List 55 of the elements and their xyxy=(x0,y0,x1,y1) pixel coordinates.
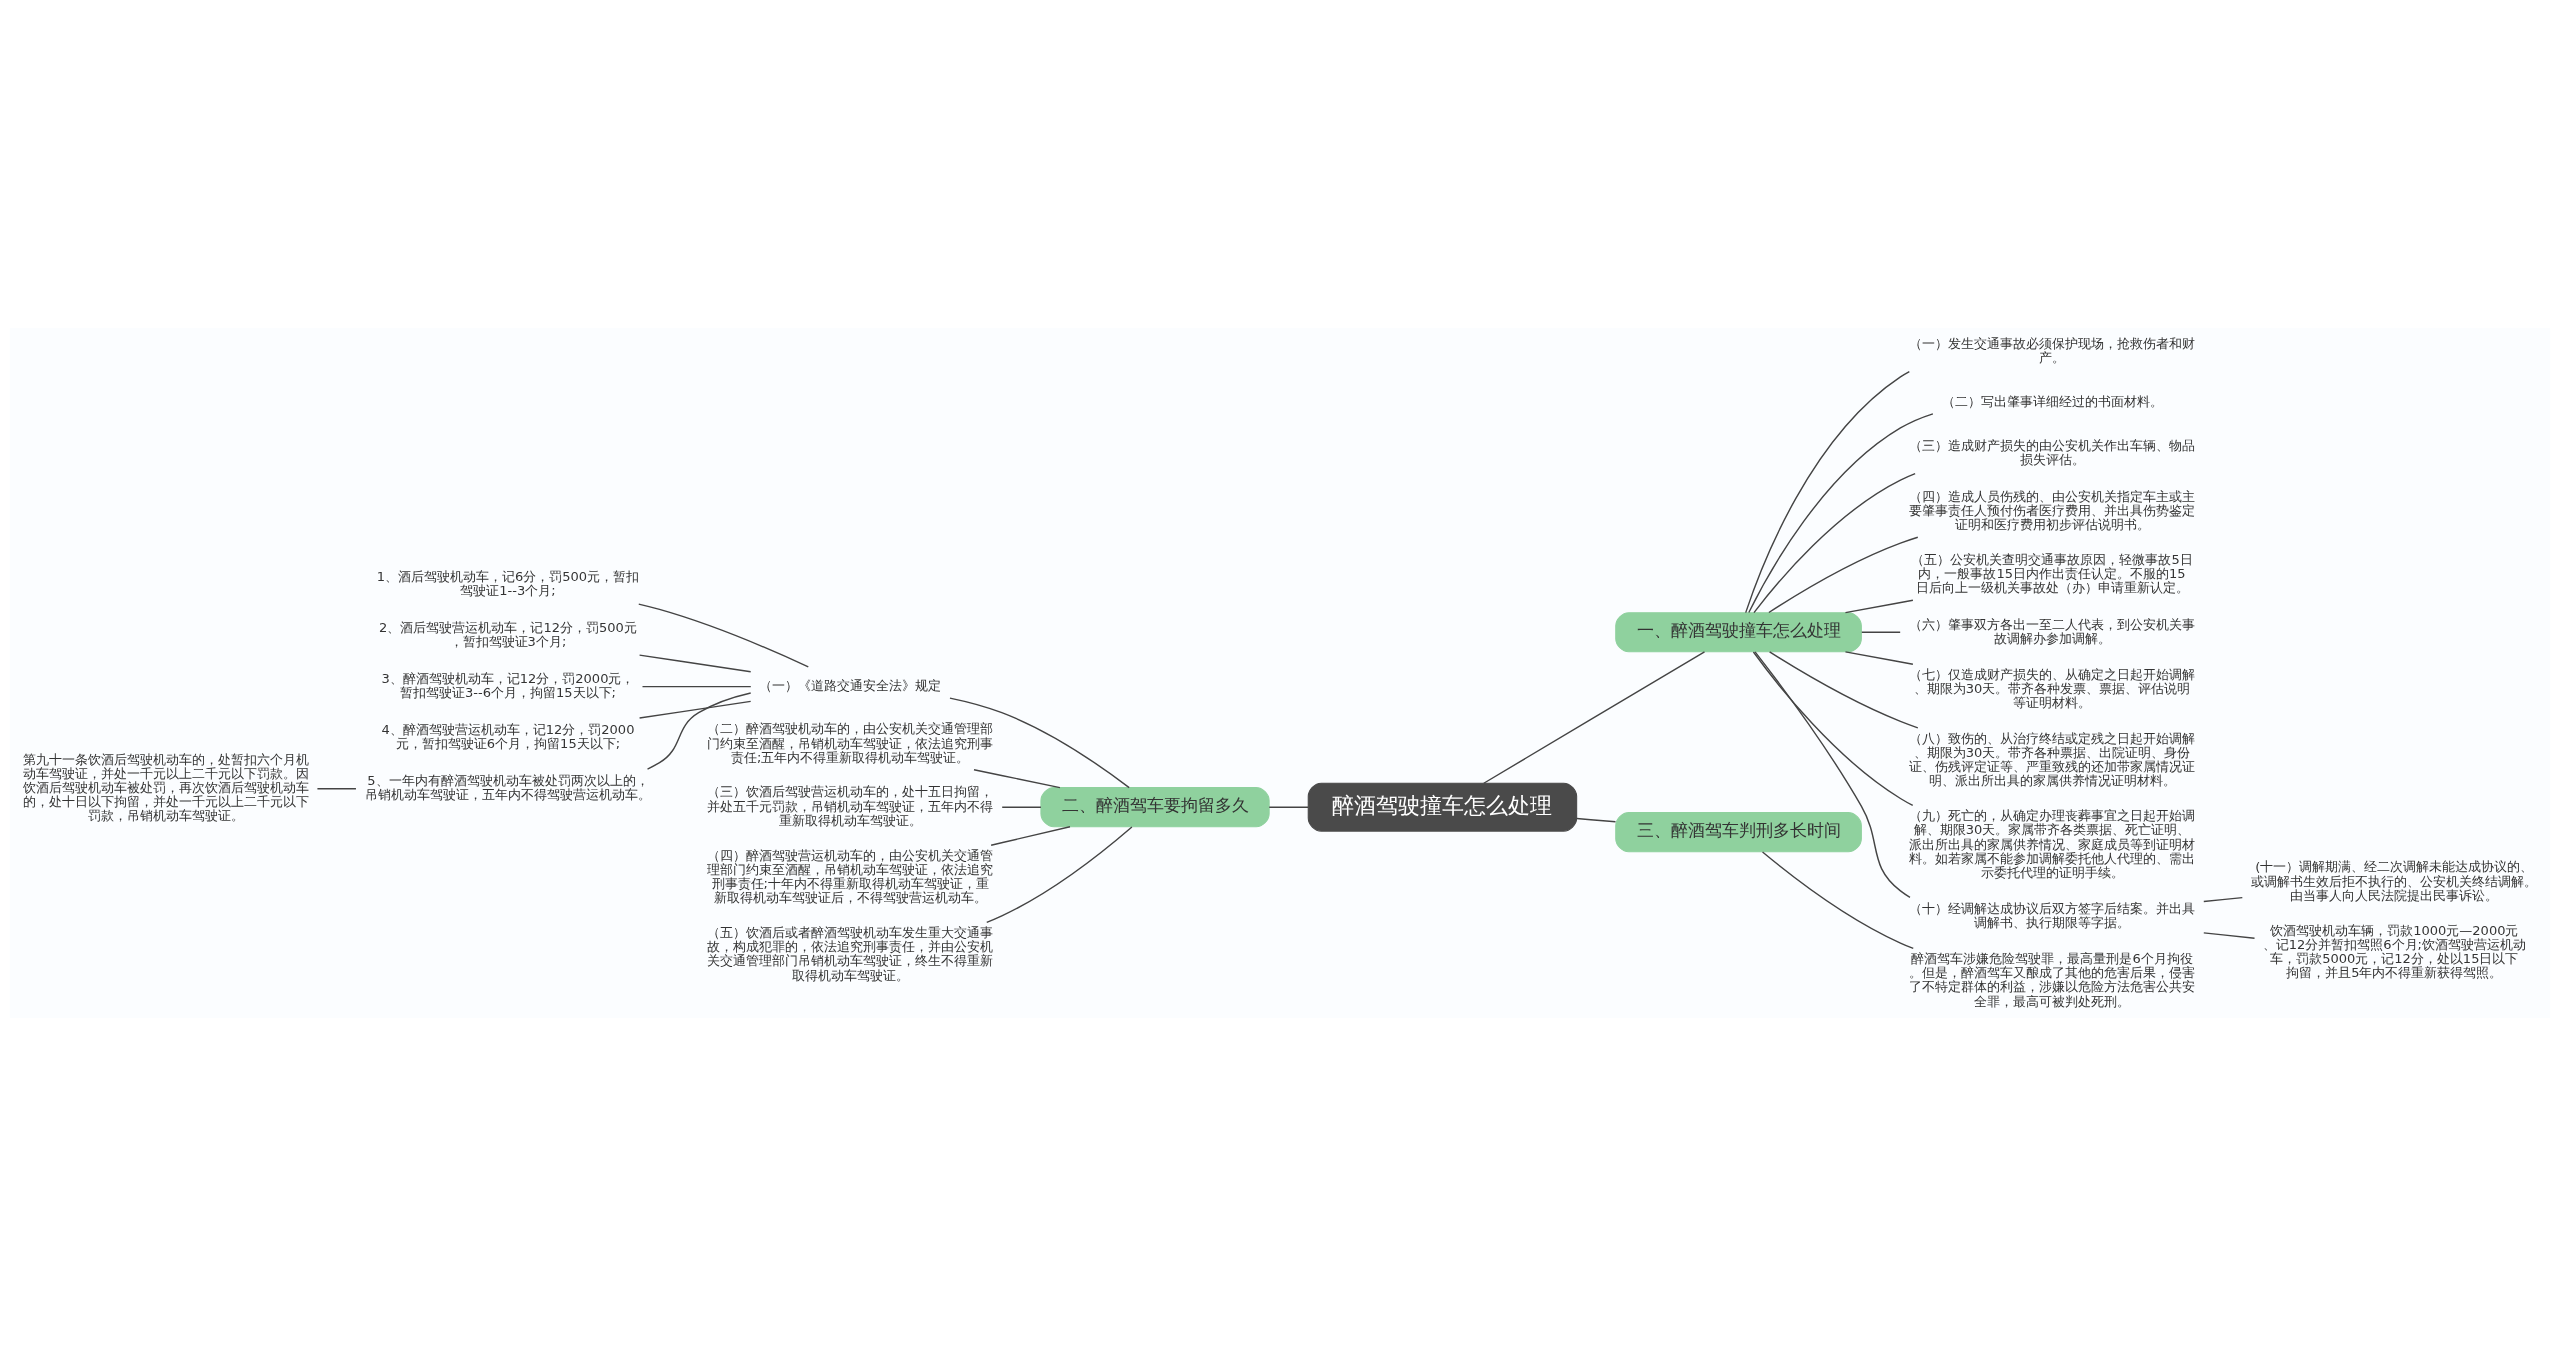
connector xyxy=(1844,599,1914,613)
node-text: 醉酒驾车涉嫌危险驾驶罪，最高量刑是6个月拘役。但是，醉酒驾车又酿成了其他的危害后果，侵害了不特定群体的利益，涉嫌以危险方法危害公共安全罪，最高可被判处死刑。 xyxy=(1909,950,2196,1009)
connector xyxy=(2203,896,2244,902)
node-text: （二）醉酒驾驶机动车的，由公安机关交通管理部门约束至酒醒，吊销机动车驾驶证，依法追究刑事责任;五年内不得重新取得机动车驾驶证。 xyxy=(707,720,994,765)
connector xyxy=(973,768,1061,788)
connector xyxy=(1768,650,1919,729)
connector xyxy=(1576,817,1617,823)
connector xyxy=(638,653,752,672)
node-text: 饮酒驾驶机动车辆，罚款1000元—2000元、记12分并暂扣驾照6个月;饮酒驾驶营运机动车，罚款5000元，记12分，处以15日以下拘留，并且5年内不得重新获得驾照。 xyxy=(2262,922,2526,980)
connector xyxy=(1844,650,1914,665)
node-text: （三）造成财产损失的由公安机关作出车辆、物品损失评估。 xyxy=(1909,437,2196,467)
node-text: 5、一年内有醉酒驾驶机动车被处罚两次以上的，吊销机动车驾驶证，五年内不得驾驶营运机动车。 xyxy=(364,772,651,802)
node-text: （四）醉酒驾驶营运机动车的，由公安机关交通管理部门约束至酒醒，吊销机动车驾驶证，依法追究刑事责任;十年内不得重新取得机动车驾驶证，重新取得机动车驾驶证后，不得驾驶营运机动车。 xyxy=(707,847,994,905)
connector xyxy=(1768,536,1919,613)
node-text: 2、酒后驾驶营运机动车，记12分，罚500元，暂扣驾驶证3个月; xyxy=(379,619,637,649)
node-text: （七）仅造成财产损失的、从确定之日起开始调解、期限为30天。带齐各种发票、票据、评估说明等证明材料。 xyxy=(1909,666,2196,710)
connector xyxy=(986,825,1133,923)
node-text: （十）经调解达成协议后双方签字后结案。并出具调解书、执行期限等字据。 xyxy=(1909,900,2196,930)
connector xyxy=(1752,650,1914,806)
connector xyxy=(1761,850,1914,949)
connector xyxy=(641,685,752,687)
node-text: （五）饮酒后或者醉酒驾驶机动车发生重大交通事故，构成犯罪的，依法追究刑事责任，并由公安机关交通管理部门吊销机动车驾驶证，终生不得重新取得机动车驾驶证。 xyxy=(707,924,994,983)
node-text: （三）饮酒后驾驶营运机动车的，处十五日拘留，并处五千元罚款，吊销机动车驾驶证，五年内不得重新取得机动车驾驶证。 xyxy=(707,783,994,828)
node-box: 醉酒驾驶撞车怎么处理 xyxy=(1307,782,1578,832)
connector xyxy=(1748,412,1934,613)
node-text: （九）死亡的，从确定办理丧葬事宜之日起开始调解、期限30天。家属带齐各类票据、死亡证明、派出所出具的家属供养情况、家庭成员等到证明材料。如若家属不能参加调解委托他人代理的、需出示委托代理的证明手续。 xyxy=(1909,807,2196,880)
connector xyxy=(1754,650,1911,898)
node-box: 三、醉酒驾车判刑多长时间 xyxy=(1615,811,1862,852)
node-text: (十一）调解期满、经二次调解未能达成协议的、或调解书生效后拒不执行的、公安机关终结调解。由当事人向人民法院提出民事诉讼。 xyxy=(2251,858,2538,903)
connector xyxy=(1861,631,1901,633)
node-text: （八）致伤的、从治疗终结或定残之日起开始调解、期限为30天。带齐各种票据、出院证明、身份证、伤残评定证等、严重致残的还加带家属情况证明、派出所出具的家属供养情况证明材料。 xyxy=(1909,730,2196,788)
node-text: （二）写出肇事详细经过的书面材料。 xyxy=(1941,393,2163,409)
node-text: （四）造成人员伤残的、由公安机关指定车主或主要肇事责任人预付伤者医疗费用、并出具伤势鉴定证明和医疗费用初步评估说明书。 xyxy=(1909,488,2196,532)
node-box: 二、醉酒驾车要拘留多久 xyxy=(1040,786,1270,827)
connector xyxy=(1268,806,1309,808)
node-text: 1、酒后驾驶机动车，记6分，罚500元，暂扣驾驶证1--3个月; xyxy=(376,568,640,598)
connector xyxy=(1483,650,1706,784)
node-text: 4、醉酒驾驶营运机动车，记12分，罚2000元，暂扣驾驶证6个月，拘留15天以下; xyxy=(381,721,635,751)
node-text: （一）发生交通事故必须保护现场，抢救伤者和财产。 xyxy=(1909,335,2196,365)
node-text: （六）肇事双方各出一至二人代表，到公安机关事故调解办参加调解。 xyxy=(1909,616,2196,646)
connector xyxy=(949,696,1130,788)
connector xyxy=(1001,806,1042,808)
connector xyxy=(2203,931,2256,939)
connector xyxy=(638,700,752,719)
connector xyxy=(1753,472,1916,613)
connector xyxy=(646,691,752,770)
node-box: 一、醉酒驾驶撞车怎么处理 xyxy=(1615,611,1862,652)
node-text: 第九十一条饮酒后驾驶机动车的，处暂扣六个月机动车驾驶证，并处一千元以上二千元以下罚款。因饮酒后驾驶机动车被处罚，再次饮酒后驾驶机动车的，处十日以下拘留，并处一千元以上二千元以下罚款，吊销机动车驾驶证。 xyxy=(22,751,309,823)
node-text: （五）公安机关查明交通事故原因，轻微事故5日内，一般事故15日内作出责任认定。不服的15日后向上一级机关事故处（办）申请重新认定。 xyxy=(1911,551,2193,595)
node-text: （一）《道路交通安全法》规定 xyxy=(759,677,942,693)
connector xyxy=(1745,370,1911,613)
connector xyxy=(990,825,1071,846)
node-text: 3、醉酒驾驶机动车，记12分，罚2000元，暂扣驾驶证3--6个月，拘留15天以下; xyxy=(381,670,635,700)
connector xyxy=(316,787,357,789)
connector xyxy=(638,602,809,668)
